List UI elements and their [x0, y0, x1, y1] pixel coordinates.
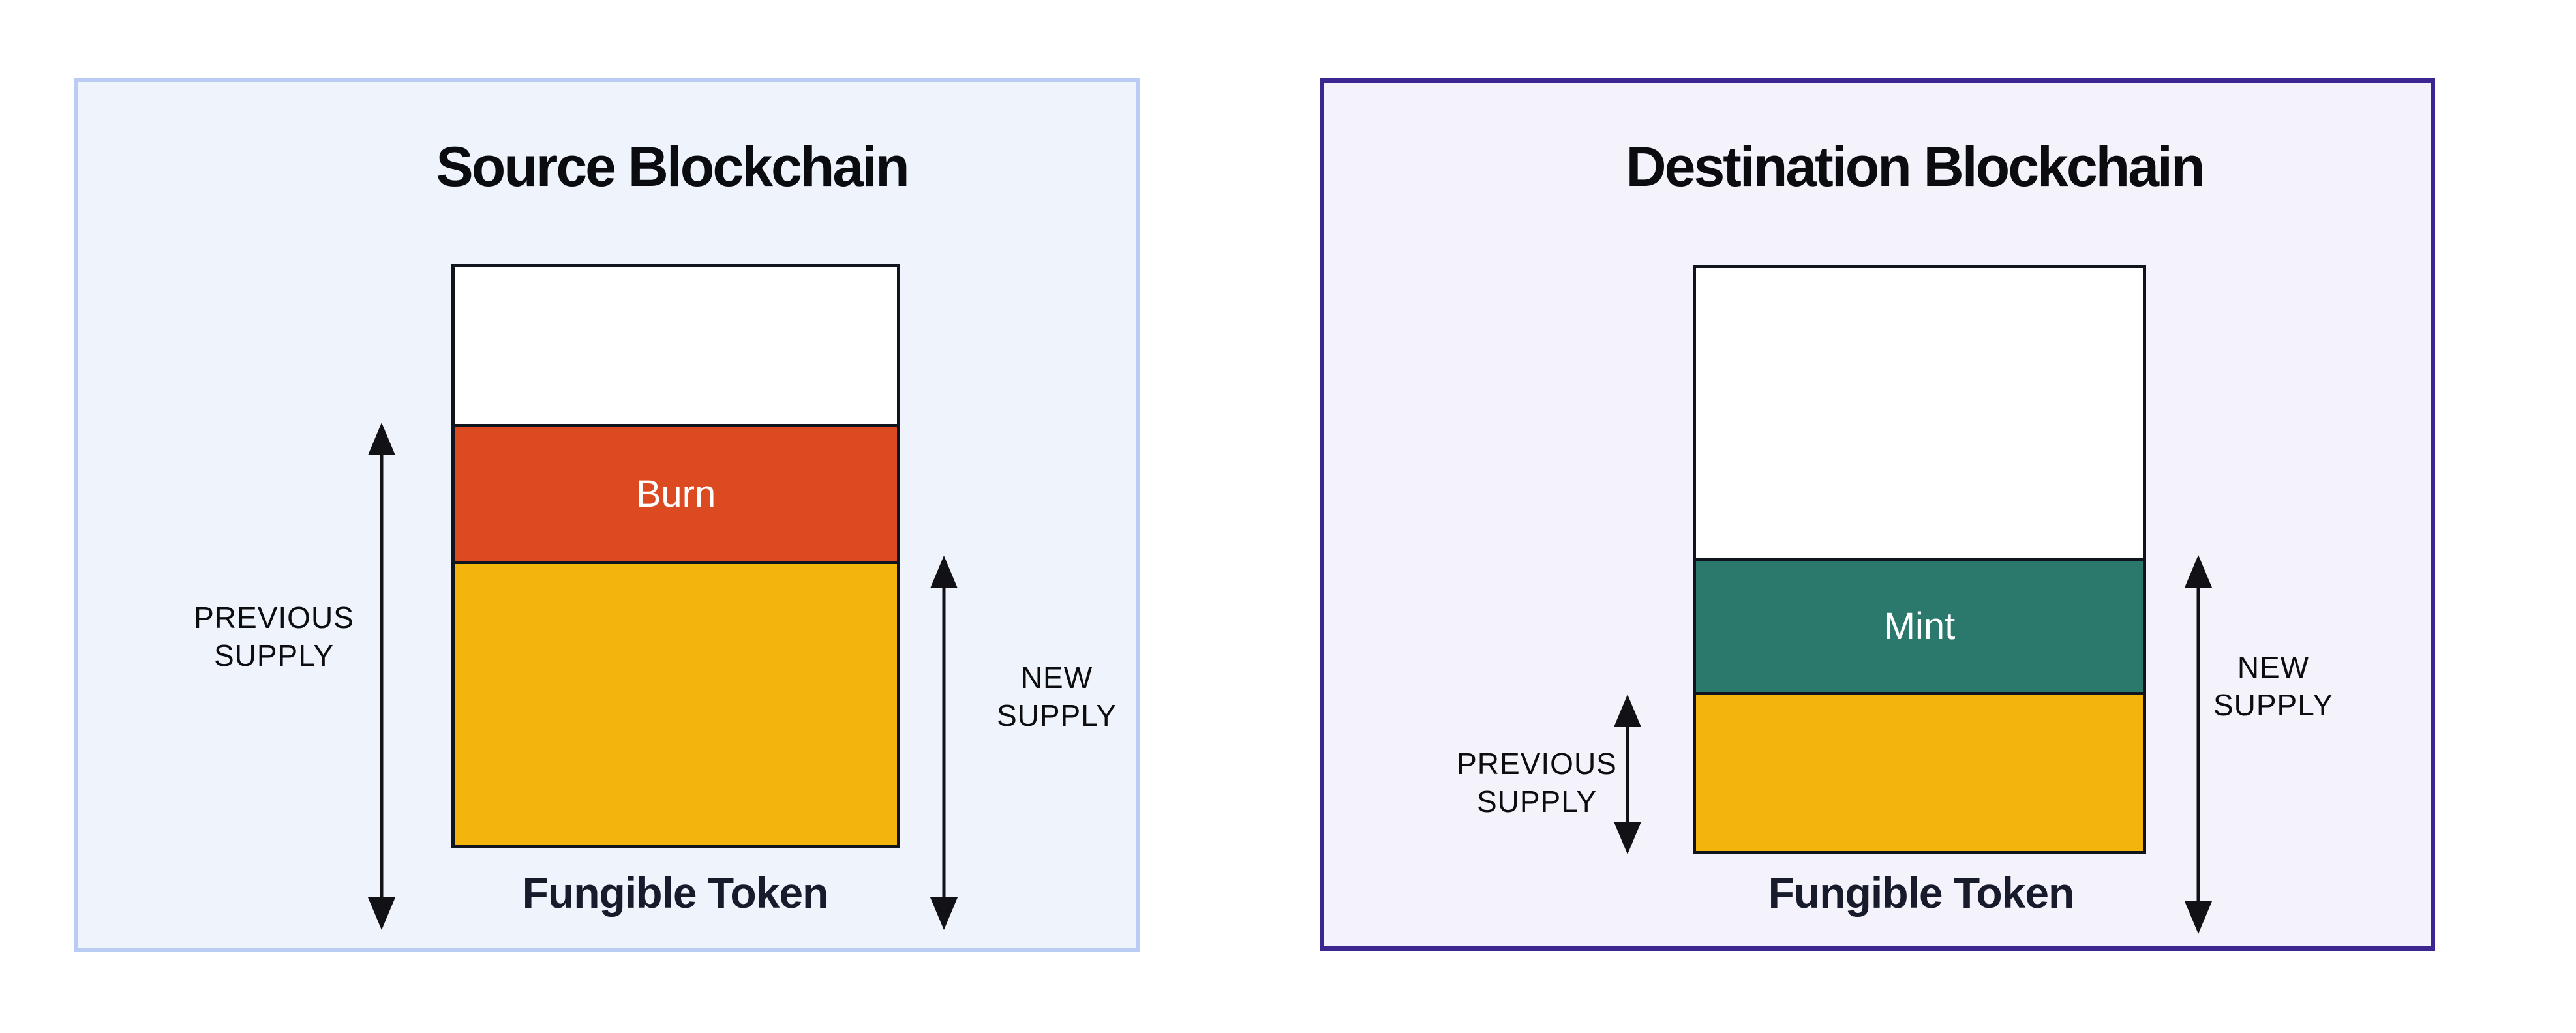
- mint-segment: Mint: [1696, 558, 2143, 692]
- previous-supply-line1: PREVIOUS: [194, 601, 354, 635]
- source-remaining-supply-segment: [455, 561, 897, 845]
- destination-unfilled-segment: [1696, 268, 2143, 558]
- new-supply-line1: NEW: [1020, 661, 1093, 695]
- source-new-supply-label: NEW SUPPLY: [975, 659, 1138, 734]
- previous-supply-line2: SUPPLY: [1476, 785, 1598, 818]
- arrow-shaft: [2196, 578, 2200, 910]
- new-supply-line2: SUPPLY: [2213, 688, 2334, 722]
- arrow-down-icon: [930, 897, 958, 930]
- mint-segment-label: Mint: [1883, 605, 1956, 648]
- destination-token-caption: Fungible Token: [1768, 869, 2075, 917]
- destination-panel-title: Destination Blockchain: [1626, 136, 2205, 198]
- source-panel-title: Source Blockchain: [436, 136, 909, 198]
- destination-previous-supply-arrow: [1613, 695, 1642, 854]
- source-unfilled-segment: [455, 267, 897, 424]
- source-previous-supply-arrow: [367, 423, 396, 930]
- burn-segment-label: Burn: [635, 472, 716, 515]
- new-supply-line1: NEW: [2237, 650, 2310, 684]
- source-token-bar: Burn: [451, 264, 900, 848]
- arrow-down-icon: [2185, 901, 2212, 934]
- destination-blockchain-panel: Destination Blockchain Mint PREVIOUS SUP…: [1320, 78, 2435, 951]
- destination-new-supply-arrow: [2184, 555, 2213, 934]
- destination-previous-supply-segment: [1696, 692, 2143, 851]
- previous-supply-line2: SUPPLY: [213, 638, 335, 672]
- source-previous-supply-label: PREVIOUS SUPPLY: [114, 599, 434, 674]
- previous-supply-line1: PREVIOUS: [1457, 747, 1617, 781]
- arrow-shaft: [942, 579, 946, 906]
- arrow-down-icon: [1614, 822, 1641, 854]
- new-supply-line2: SUPPLY: [996, 698, 1117, 732]
- destination-token-bar: Mint: [1693, 265, 2146, 854]
- arrow-shaft: [1626, 718, 1629, 831]
- arrow-down-icon: [368, 897, 395, 930]
- destination-new-supply-label: NEW SUPPLY: [2192, 648, 2355, 724]
- destination-previous-supply-label: PREVIOUS SUPPLY: [1377, 745, 1697, 820]
- arrow-shaft: [380, 446, 384, 906]
- burn-segment: Burn: [455, 424, 897, 561]
- source-token-caption: Fungible Token: [522, 869, 829, 917]
- source-new-supply-arrow: [930, 556, 958, 930]
- source-blockchain-panel: Source Blockchain Burn PREVIOUS SUPPLY N…: [74, 78, 1140, 952]
